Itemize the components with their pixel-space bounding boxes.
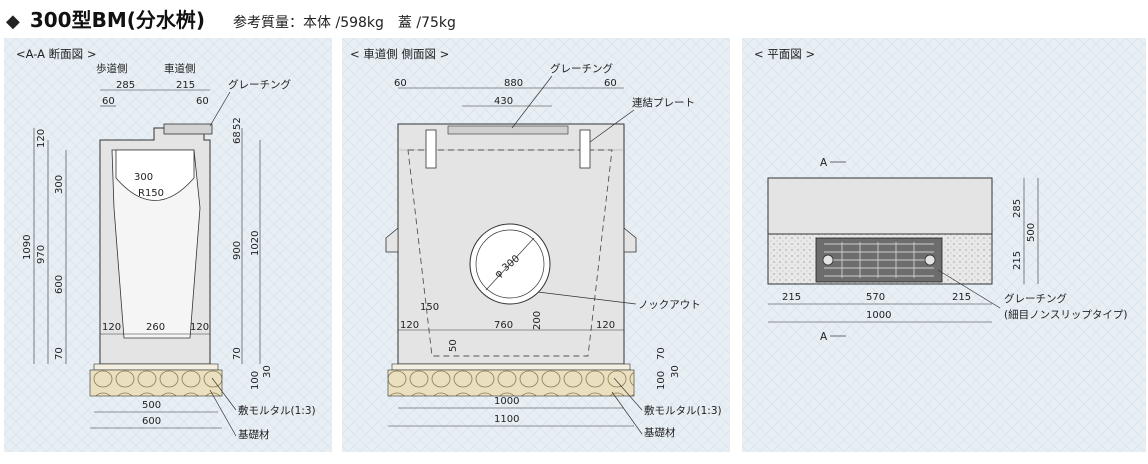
dim-70: 70 bbox=[656, 347, 667, 360]
connecting-plate-right bbox=[579, 129, 591, 169]
dim-300-height: 300 bbox=[54, 175, 65, 194]
mortar-layer bbox=[391, 363, 631, 371]
section-mark-bottom: A bbox=[820, 331, 828, 343]
dim-215-left: 215 bbox=[782, 292, 801, 303]
dim-215-right: 215 bbox=[952, 292, 971, 303]
dim-900: 900 bbox=[232, 241, 243, 260]
dim-50: 50 bbox=[448, 339, 459, 352]
dim-760: 760 bbox=[494, 320, 513, 331]
side-view-title: < 車道側 側面図 > bbox=[350, 47, 449, 61]
side-lug-left bbox=[385, 227, 399, 253]
top-slab bbox=[767, 177, 993, 235]
dim-68: 68 bbox=[232, 131, 243, 144]
mortar-label: 敷モルタル(1:3) bbox=[238, 404, 316, 417]
dim-60-left: 60 bbox=[394, 78, 407, 89]
side-lug-right bbox=[623, 227, 637, 253]
knockout-label: ノックアウト bbox=[638, 299, 701, 311]
mortar-label: 敷モルタル(1:3) bbox=[644, 404, 722, 417]
dim-500: 500 bbox=[1026, 223, 1037, 242]
connecting-plate-label: 連結プレート bbox=[632, 96, 695, 109]
arch-opening bbox=[115, 149, 195, 201]
dim-120-right: 120 bbox=[596, 320, 615, 331]
plan-view-panel: < 平面図 > A A 285 215 500 215 570 215 1000… bbox=[742, 38, 1146, 452]
dim-600-width: 600 bbox=[142, 416, 161, 427]
foundation-label: 基礎材 bbox=[644, 426, 676, 439]
dim-880: 880 bbox=[504, 78, 523, 89]
dim-70-left: 70 bbox=[54, 347, 65, 360]
dim-100: 100 bbox=[250, 371, 261, 390]
walkway-side-label: 歩道側 bbox=[96, 62, 128, 75]
dim-150: 150 bbox=[420, 302, 439, 313]
section-view-title: <A-A 断面図 > bbox=[16, 47, 96, 61]
dim-60-right: 60 bbox=[604, 78, 617, 89]
section-view-drawing: <A-A 断面図 > 歩道側 車道側 グレーチング 285 215 60 60 … bbox=[4, 38, 332, 452]
lock-bolt-left bbox=[822, 254, 834, 266]
dim-120-bottom-right: 120 bbox=[190, 322, 209, 333]
side-view-drawing: < 車道側 側面図 > φ 300 60 880 60 430 グレーチング 連… bbox=[342, 38, 730, 452]
dim-r150: R150 bbox=[138, 188, 164, 199]
roadway-side-label: 車道側 bbox=[164, 62, 196, 75]
page-header: ◆ 300型BM(分水桝) 参考質量：本体 /598kg 蓋 /75kg bbox=[6, 4, 456, 34]
dim-260: 260 bbox=[146, 322, 165, 333]
page-title: 300型BM(分水桝) bbox=[29, 8, 206, 32]
dim-100: 100 bbox=[656, 371, 667, 390]
dim-1000: 1000 bbox=[866, 310, 891, 321]
reference-weight: 参考質量：本体 /598kg 蓋 /75kg bbox=[233, 15, 456, 31]
dim-60-left: 60 bbox=[102, 96, 115, 107]
dim-120-bottom-left: 120 bbox=[102, 322, 121, 333]
section-mark-top: A bbox=[820, 157, 828, 169]
dim-215: 215 bbox=[176, 80, 195, 91]
grating-label: グレーチング bbox=[1004, 292, 1067, 305]
foundation-label: 基礎材 bbox=[238, 428, 270, 441]
grating-label: グレーチング bbox=[550, 62, 613, 75]
dim-30: 30 bbox=[262, 365, 273, 378]
dim-120-left: 120 bbox=[400, 320, 419, 331]
side-view-panel: < 車道側 側面図 > φ 300 60 880 60 430 グレーチング 連… bbox=[342, 38, 730, 452]
dim-215-vertical: 215 bbox=[1012, 251, 1023, 270]
grating-label: グレーチング bbox=[228, 78, 291, 91]
connecting-plate-left bbox=[425, 129, 437, 169]
inner-outline bbox=[407, 149, 613, 357]
dim-430: 430 bbox=[494, 96, 513, 107]
dim-30: 30 bbox=[670, 365, 681, 378]
grating-note: (細目ノンスリップタイプ) bbox=[1004, 308, 1127, 321]
dim-970: 970 bbox=[36, 245, 47, 264]
grating-edge bbox=[447, 125, 569, 135]
mortar-layer bbox=[93, 363, 219, 371]
dim-1100: 1100 bbox=[494, 414, 519, 425]
dim-600: 600 bbox=[54, 275, 65, 294]
plan-view-title: < 平面図 > bbox=[754, 47, 815, 61]
dim-1000: 1000 bbox=[494, 396, 519, 407]
lock-bolt-right bbox=[924, 254, 936, 266]
dim-52: 52 bbox=[232, 117, 243, 130]
bullet-icon: ◆ bbox=[6, 11, 20, 32]
dim-570: 570 bbox=[866, 292, 885, 303]
grating-lid bbox=[163, 123, 213, 135]
plan-view-drawing: < 平面図 > A A 285 215 500 215 570 215 1000… bbox=[742, 38, 1146, 452]
dim-1090: 1090 bbox=[22, 235, 33, 260]
dim-60-right: 60 bbox=[196, 96, 209, 107]
dim-300-width: 300 bbox=[134, 172, 153, 183]
section-view-panel: <A-A 断面図 > 歩道側 車道側 グレーチング 285 215 60 60 … bbox=[4, 38, 332, 452]
dim-1020: 1020 bbox=[250, 231, 261, 256]
foundation-layer bbox=[387, 369, 635, 397]
dim-200: 200 bbox=[532, 311, 543, 330]
foundation-layer bbox=[89, 369, 223, 397]
dim-120: 120 bbox=[36, 129, 47, 148]
dim-70-right: 70 bbox=[232, 347, 243, 360]
dim-285: 285 bbox=[1012, 199, 1023, 218]
dim-500: 500 bbox=[142, 400, 161, 411]
dim-285: 285 bbox=[116, 80, 135, 91]
